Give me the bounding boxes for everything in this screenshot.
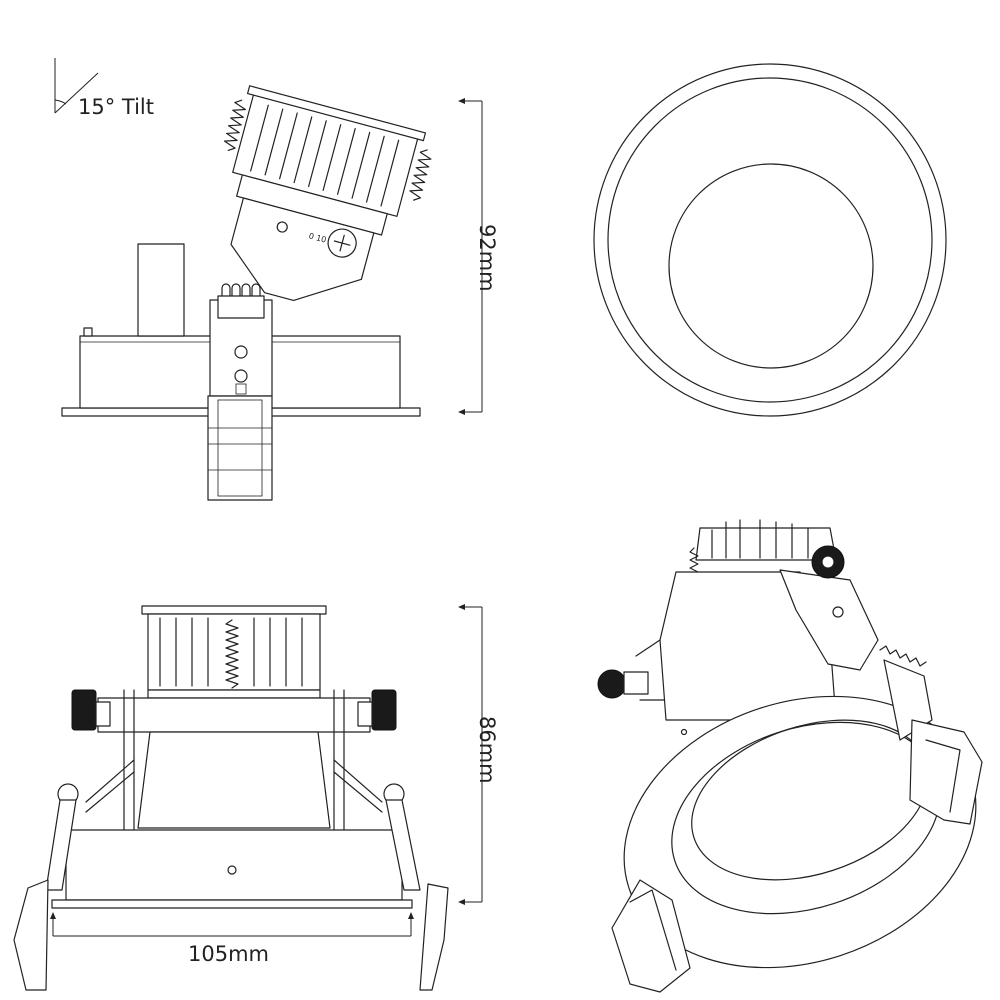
dimension-height-front: 86mm <box>458 604 499 905</box>
width-front-label: 105mm <box>188 942 269 966</box>
dimension-height-side: 92mm <box>458 98 499 415</box>
tilt-label: 15° Tilt <box>78 95 154 119</box>
height-front-label: 86mm <box>475 716 499 784</box>
front-view-rings <box>593 63 947 417</box>
isometric-view <box>597 519 983 993</box>
tilt-annotation: 15° Tilt <box>54 58 154 119</box>
front-elevation <box>13 605 449 991</box>
svg-text:0 10: 0 10 <box>308 231 328 244</box>
dimension-width-front: 105mm <box>50 912 414 966</box>
side-view-tilted: 0 10 <box>61 85 432 501</box>
height-side-label: 92mm <box>475 224 499 292</box>
